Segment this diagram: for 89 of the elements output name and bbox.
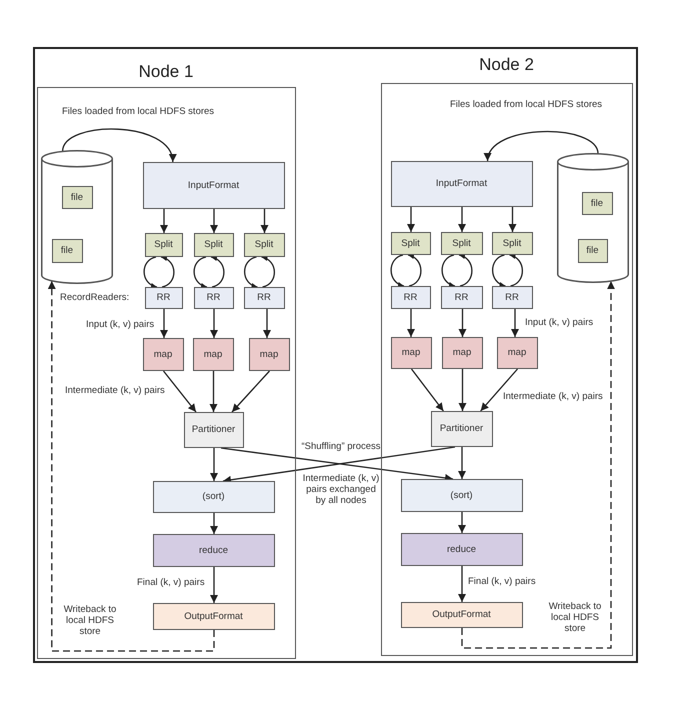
arrow <box>458 512 466 533</box>
dashed-arrow <box>48 280 215 652</box>
edge-label: Final (k, v) pairs <box>468 576 536 586</box>
annotation: Intermediate (k, v) pairs exchanged by all nodes <box>302 473 380 506</box>
process-box: Partitioner <box>184 412 244 448</box>
storage-cylinder <box>556 152 628 282</box>
arrow <box>511 309 519 337</box>
loop-arrow <box>261 256 275 288</box>
arrow <box>160 209 168 233</box>
loop-arrow <box>390 254 404 288</box>
loop-arrow <box>408 254 422 287</box>
arrow <box>210 567 218 603</box>
process-box: Split <box>390 232 430 254</box>
process-box: Split <box>244 232 284 256</box>
annotation: Intermediate (k, v) pairs <box>503 391 603 402</box>
panel-title: Node 1 <box>138 62 194 82</box>
arrow <box>410 368 444 412</box>
file-box: file <box>52 238 82 262</box>
arrow <box>508 207 516 232</box>
process-box: (sort) <box>152 480 274 512</box>
loop-arrow <box>194 256 208 288</box>
arrow <box>260 209 268 233</box>
arrow <box>458 566 466 602</box>
process-box: OutputFormat <box>400 602 522 628</box>
process-box: RR <box>244 286 284 308</box>
edge-label: Files loaded from local HDFS stores <box>450 98 602 110</box>
process-box: RR <box>194 286 234 308</box>
process-box: RR <box>390 286 430 308</box>
arrow <box>210 209 218 233</box>
process-box: Split <box>194 232 234 256</box>
arrow <box>458 369 466 411</box>
arrow <box>263 309 271 338</box>
process-box: Split <box>492 232 532 254</box>
arrow <box>210 448 218 481</box>
process-box: map <box>192 338 234 370</box>
panel-title: Node 2 <box>479 54 534 74</box>
arrow <box>232 370 270 412</box>
edge-label: Final (k, v) pairs <box>137 576 205 588</box>
process-box: map <box>248 338 290 370</box>
arrow <box>458 309 466 337</box>
arrow <box>210 371 218 412</box>
arrow <box>163 370 196 412</box>
arrow <box>62 128 175 162</box>
dashed-arrow <box>461 281 615 649</box>
process-box: reduce <box>400 532 522 566</box>
arrow <box>210 309 218 338</box>
arrow <box>160 309 168 338</box>
edge-label: Writeback to local HDFS store <box>62 604 118 637</box>
arrow <box>210 513 218 534</box>
edge-label: Writeback to local HDFS store <box>548 601 602 634</box>
loop-arrow <box>210 256 224 288</box>
storage-cylinder <box>40 150 112 284</box>
loop-arrow <box>458 254 472 287</box>
process-box: map <box>390 336 432 368</box>
loop-arrow <box>442 254 456 288</box>
process-box: map <box>142 338 184 370</box>
arrow <box>458 207 466 232</box>
process-box: OutputFormat <box>152 602 274 630</box>
annotation: Input (k, v) pairs <box>86 319 154 330</box>
loop-arrow <box>244 256 258 288</box>
file-box: file <box>62 186 92 208</box>
loop-arrow <box>492 254 506 288</box>
process-box: RR <box>492 286 532 308</box>
process-box: map <box>496 336 538 368</box>
arrow <box>458 447 466 479</box>
process-box: Split <box>144 232 182 256</box>
process-box: Split <box>440 232 482 254</box>
edge-label: Files loaded from local HDFS stores <box>62 106 214 116</box>
loop-arrow <box>144 256 158 288</box>
annotation: “Shuffling” process <box>300 441 382 452</box>
arrow <box>407 207 415 232</box>
arrow <box>407 309 415 337</box>
process-box: reduce <box>152 534 274 566</box>
annotation: Intermediate (k, v) pairs <box>65 385 165 396</box>
process-box: RR <box>440 286 482 308</box>
loop-arrow <box>509 254 523 287</box>
annotation: RecordReaders: <box>60 292 130 303</box>
file-box: file <box>578 238 608 262</box>
process-box: (sort) <box>400 478 522 512</box>
process-box: InputFormat <box>142 162 284 208</box>
loop-arrow <box>160 256 174 288</box>
process-box: RR <box>144 286 182 308</box>
file-box: file <box>582 192 612 214</box>
arrow <box>480 368 518 412</box>
arrow <box>486 130 599 162</box>
process-box: Partitioner <box>430 410 492 446</box>
process-box: InputFormat <box>390 160 532 206</box>
process-box: map <box>442 336 482 368</box>
annotation: Input (k, v) pairs <box>525 317 594 328</box>
